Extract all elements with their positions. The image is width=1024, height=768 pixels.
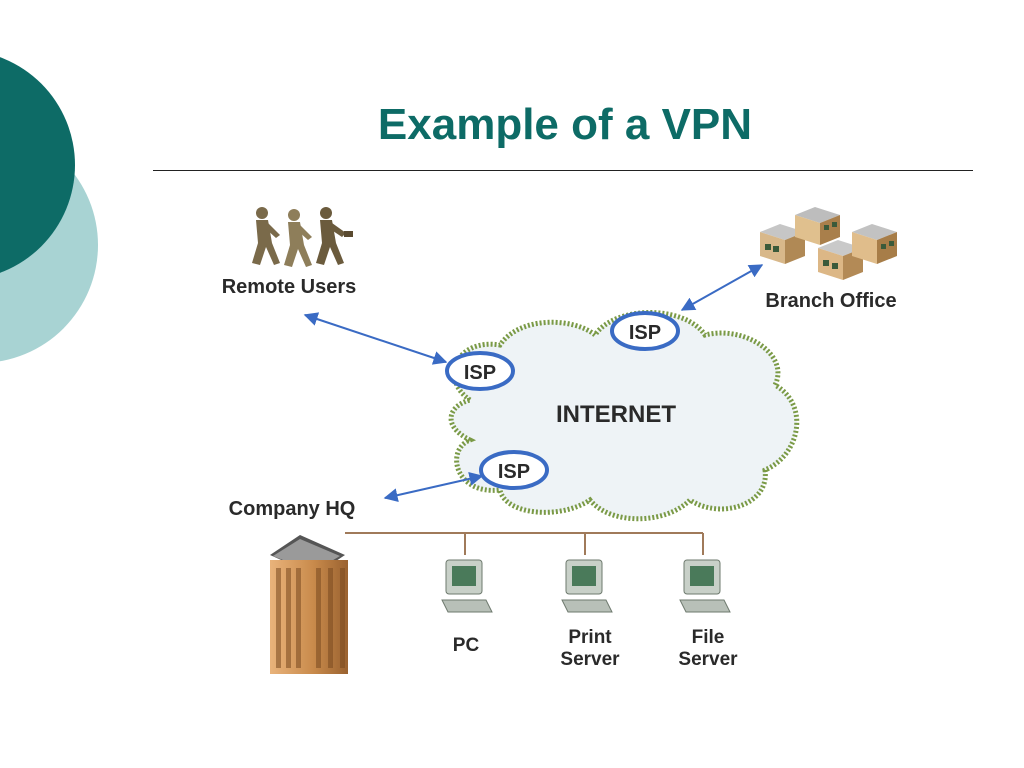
remote-users-icon [252, 207, 353, 267]
pc-icon [441, 559, 493, 613]
print-server-icon [561, 559, 613, 613]
remote-users-label: Remote Users [222, 276, 357, 298]
isp-badge-bottom: ISP [479, 450, 549, 490]
company-hq-building-icon [270, 535, 348, 674]
isp-badge-left: ISP [445, 351, 515, 391]
print-server-label-line2: Server [560, 649, 620, 670]
slide-decoration [0, 57, 98, 362]
internet-label: INTERNET [556, 401, 676, 428]
title-divider [153, 170, 973, 171]
branch-office-label: Branch Office [765, 290, 896, 312]
isp-label: ISP [464, 362, 496, 384]
isp-badge-top: ISP [610, 311, 680, 351]
file-server-label-line2: Server [678, 649, 738, 670]
slide-title: Example of a VPN [377, 100, 753, 149]
branch-office-icon [760, 207, 897, 280]
print-server-label-line1: Print [568, 627, 612, 648]
lan-connections [345, 532, 704, 555]
arrow-branch-office [680, 264, 764, 311]
file-server-label-line1: File [692, 627, 725, 648]
isp-label: ISP [629, 322, 661, 344]
pc-label: PC [453, 635, 480, 656]
arrow-company-hq [383, 471, 484, 503]
decor-circle-dark [0, 57, 75, 273]
arrow-remote-users [303, 312, 448, 365]
file-server-icon [679, 559, 731, 613]
isp-label: ISP [498, 461, 530, 483]
company-hq-label: Company HQ [229, 498, 356, 520]
